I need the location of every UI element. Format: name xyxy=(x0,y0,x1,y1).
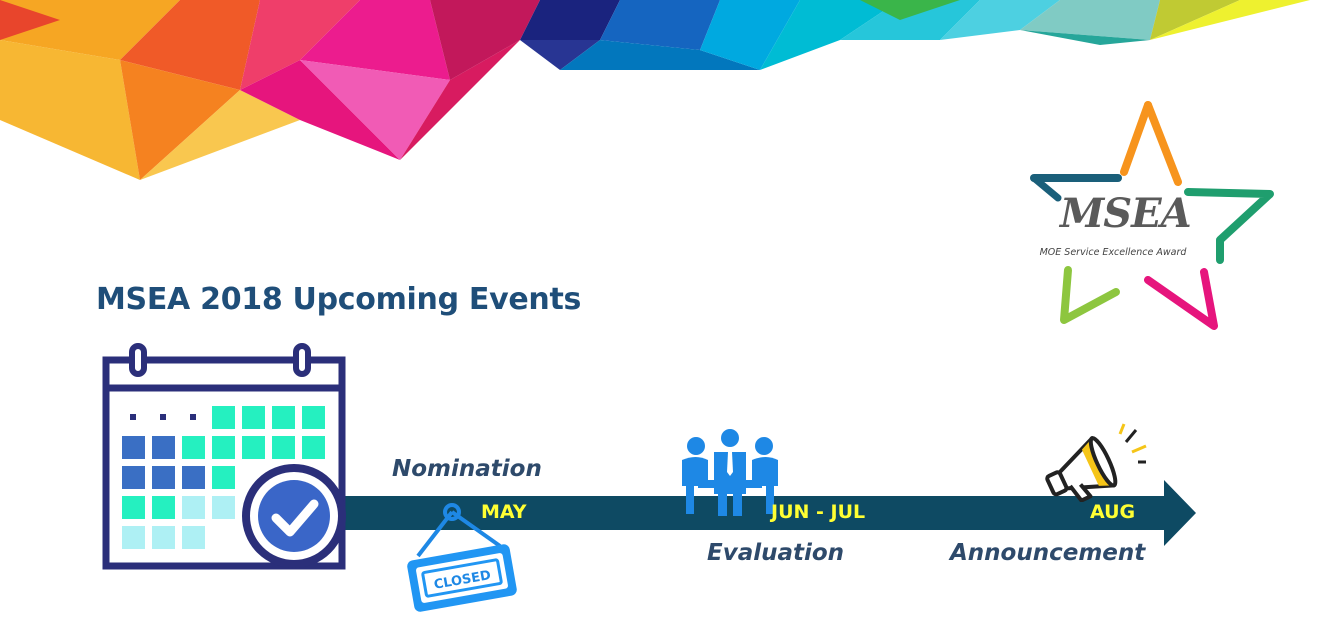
calendar-check-icon xyxy=(102,343,346,570)
logo-name: MSEA xyxy=(1060,190,1192,237)
meeting-people-icon xyxy=(682,429,778,516)
megaphone-icon xyxy=(1045,423,1147,502)
calendar-cell xyxy=(122,526,145,549)
calendar-cell xyxy=(302,406,325,429)
calendar-cell xyxy=(182,436,205,459)
calendar-cell xyxy=(122,466,145,489)
calendar-cell xyxy=(130,414,136,420)
calendar-cell xyxy=(272,406,295,429)
calendar-cell xyxy=(212,466,235,489)
banner-decoration xyxy=(0,0,1310,180)
calendar-cell xyxy=(272,436,295,459)
calendar-cell xyxy=(212,436,235,459)
calendar-cell xyxy=(122,436,145,459)
phase-label-announcement: Announcement xyxy=(950,540,1146,566)
phase-label-nomination: Nomination xyxy=(392,456,542,482)
calendar-cell xyxy=(152,526,175,549)
calendar-cell xyxy=(152,466,175,489)
calendar-cell xyxy=(182,466,205,489)
calendar-cell xyxy=(242,436,265,459)
calendar-cell xyxy=(190,414,196,420)
phase-label-evaluation: Evaluation xyxy=(707,540,845,566)
star-logo-icon xyxy=(1030,101,1274,330)
calendar-cell xyxy=(182,526,205,549)
calendar-cell xyxy=(242,406,265,429)
page-title: MSEA 2018 Upcoming Events xyxy=(96,282,582,317)
calendar-cell xyxy=(152,496,175,519)
logo-tagline: MOE Service Excellence Award xyxy=(1039,247,1187,258)
timeline-arrow xyxy=(330,480,1196,546)
calendar-cell xyxy=(152,436,175,459)
calendar-cell xyxy=(212,406,235,429)
month-label-aug: AUG xyxy=(1090,501,1136,523)
calendar-cell xyxy=(160,414,166,420)
calendar-cell xyxy=(302,436,325,459)
month-label-jun-jul: JUN - JUL xyxy=(771,501,866,523)
closed-sign-icon: CLOSED xyxy=(407,503,517,612)
calendar-cell xyxy=(122,496,145,519)
calendar-cell xyxy=(212,496,235,519)
month-label-may: MAY xyxy=(481,501,527,523)
calendar-cell xyxy=(182,496,205,519)
